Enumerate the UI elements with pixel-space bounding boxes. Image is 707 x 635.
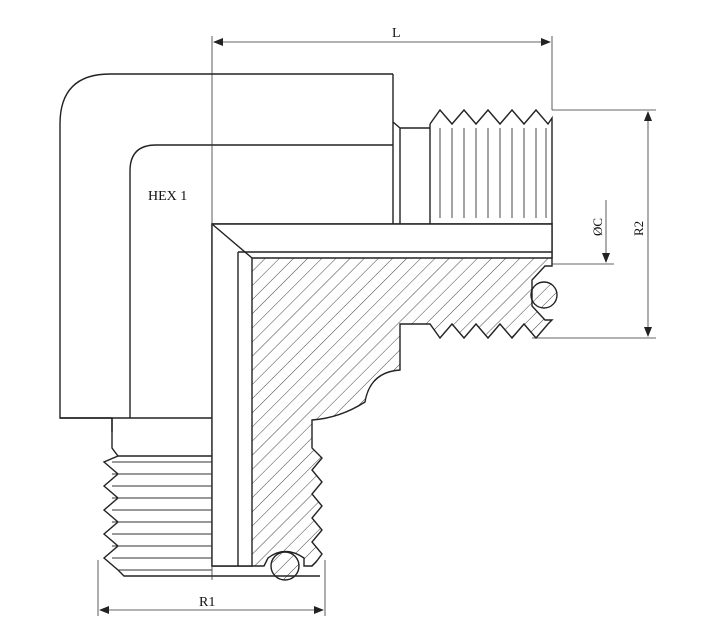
left-neck (111, 418, 212, 457)
hex-body-inner-outline (129, 144, 393, 418)
diameter-label: ØC (590, 218, 605, 236)
right-o-ring (530, 281, 558, 309)
thread-2-label: R2 (631, 221, 646, 236)
left-thread-lower (102, 455, 212, 577)
right-thread-upper (429, 108, 553, 224)
right-neck (392, 121, 430, 224)
hex-body-outline (59, 73, 393, 432)
thread-1-label: R1 (199, 595, 215, 610)
section-hatched-body (211, 223, 554, 567)
bottom-o-ring (270, 551, 300, 581)
length-label: L (392, 26, 401, 41)
hex-label: HEX 1 (148, 189, 187, 204)
